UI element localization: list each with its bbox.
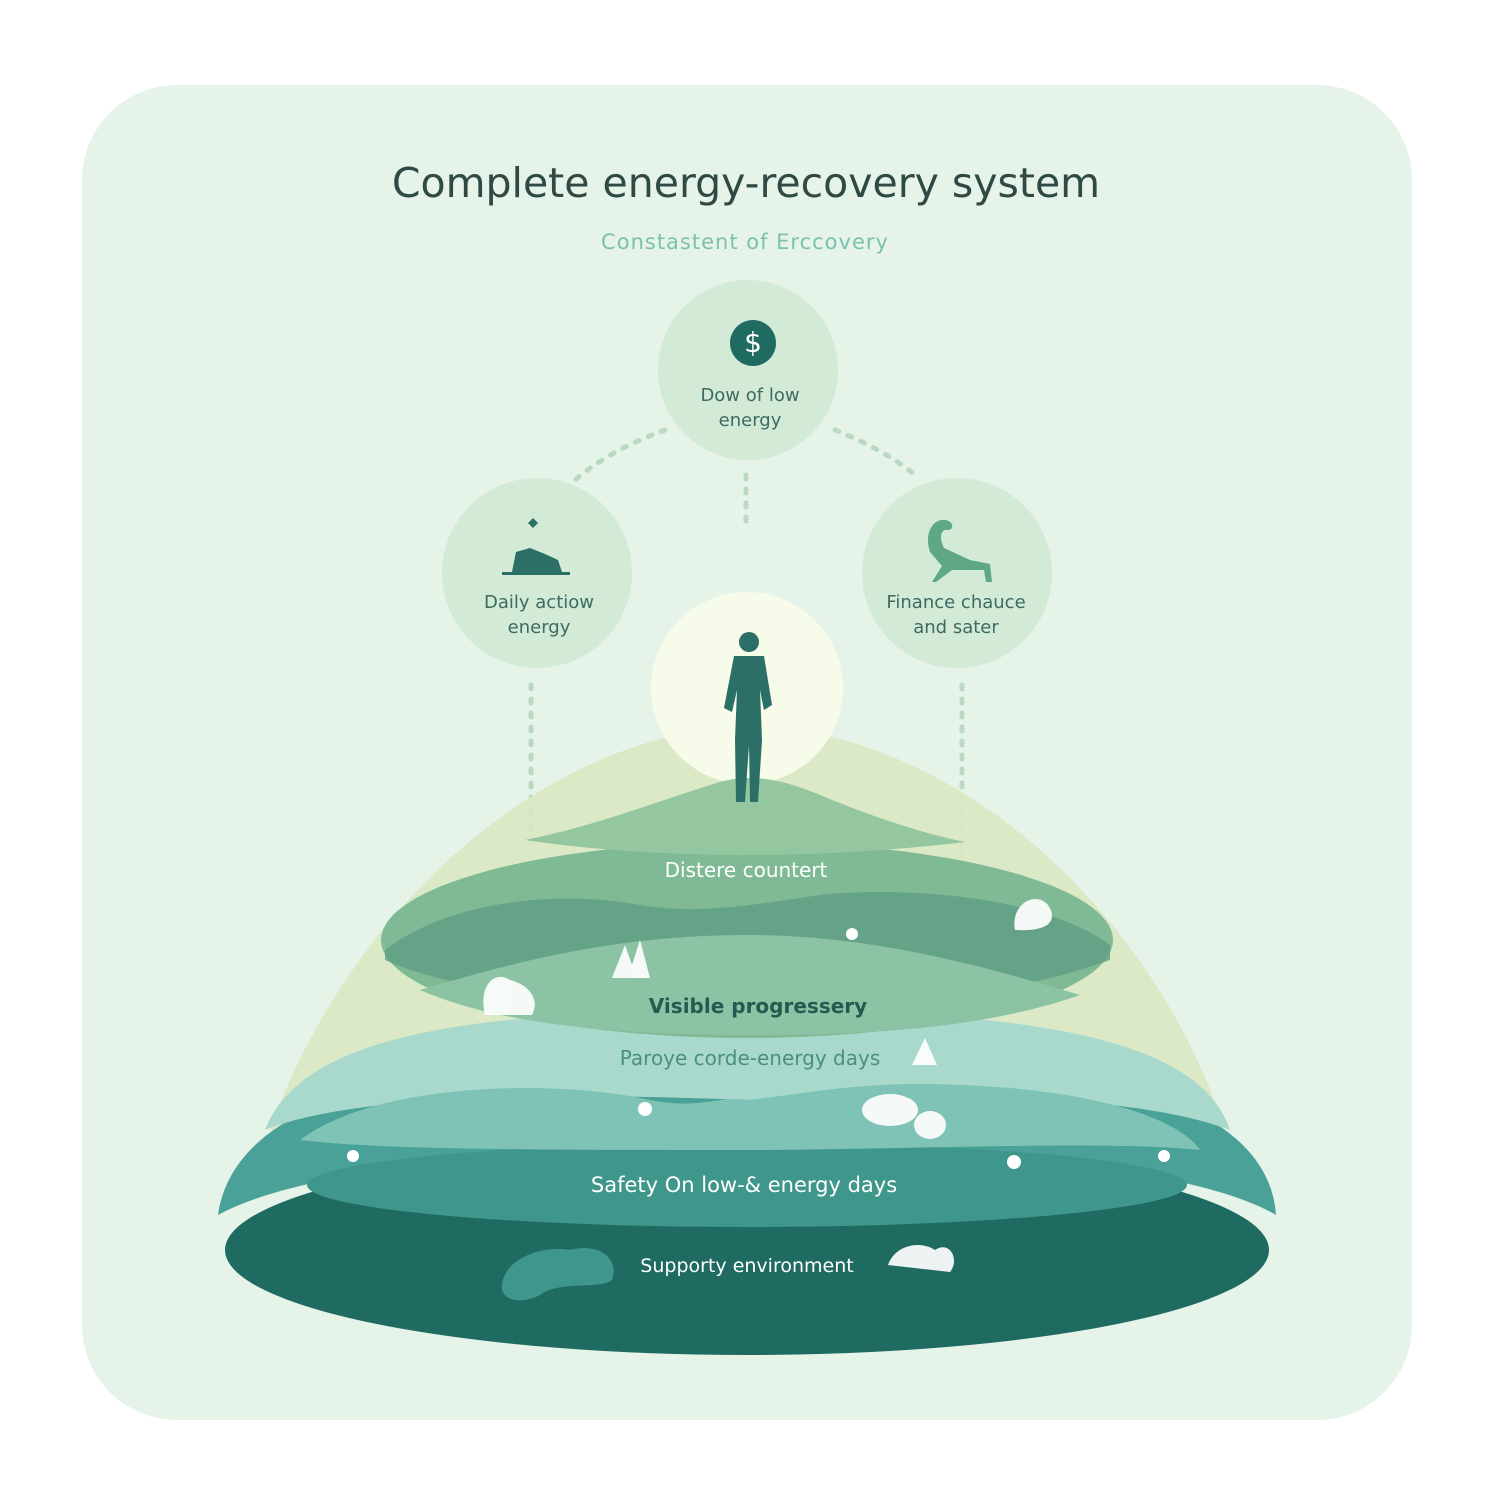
dollar-icon: $ xyxy=(730,320,776,366)
layer-label-supporty-environment: Supporty environment xyxy=(640,1255,854,1277)
layer-label-visible-progressery: Visible progressery xyxy=(648,994,868,1018)
blob-shape xyxy=(501,1248,614,1301)
person-icon xyxy=(724,632,772,802)
page-title: Complete energy-recovery system xyxy=(391,159,1101,207)
decor-dots xyxy=(347,928,1170,1169)
page-subtitle: Constastent of Erccovery xyxy=(601,230,889,254)
rock-icon xyxy=(502,518,570,575)
node-dow-of-low-energy[interactable] xyxy=(658,280,838,460)
chair-icon xyxy=(927,519,992,582)
layer-label-paroye: Paroye corde-energy days xyxy=(619,1046,881,1070)
layer-label-safety: Safety On low-& energy days xyxy=(590,1173,898,1197)
node-finance-chauce[interactable] xyxy=(862,478,1052,668)
top-hill xyxy=(525,778,965,855)
layer-paroye xyxy=(265,1010,1230,1130)
leaf-icons xyxy=(483,899,1052,1272)
layer-label-distere-countert: Distere countert xyxy=(664,858,828,882)
